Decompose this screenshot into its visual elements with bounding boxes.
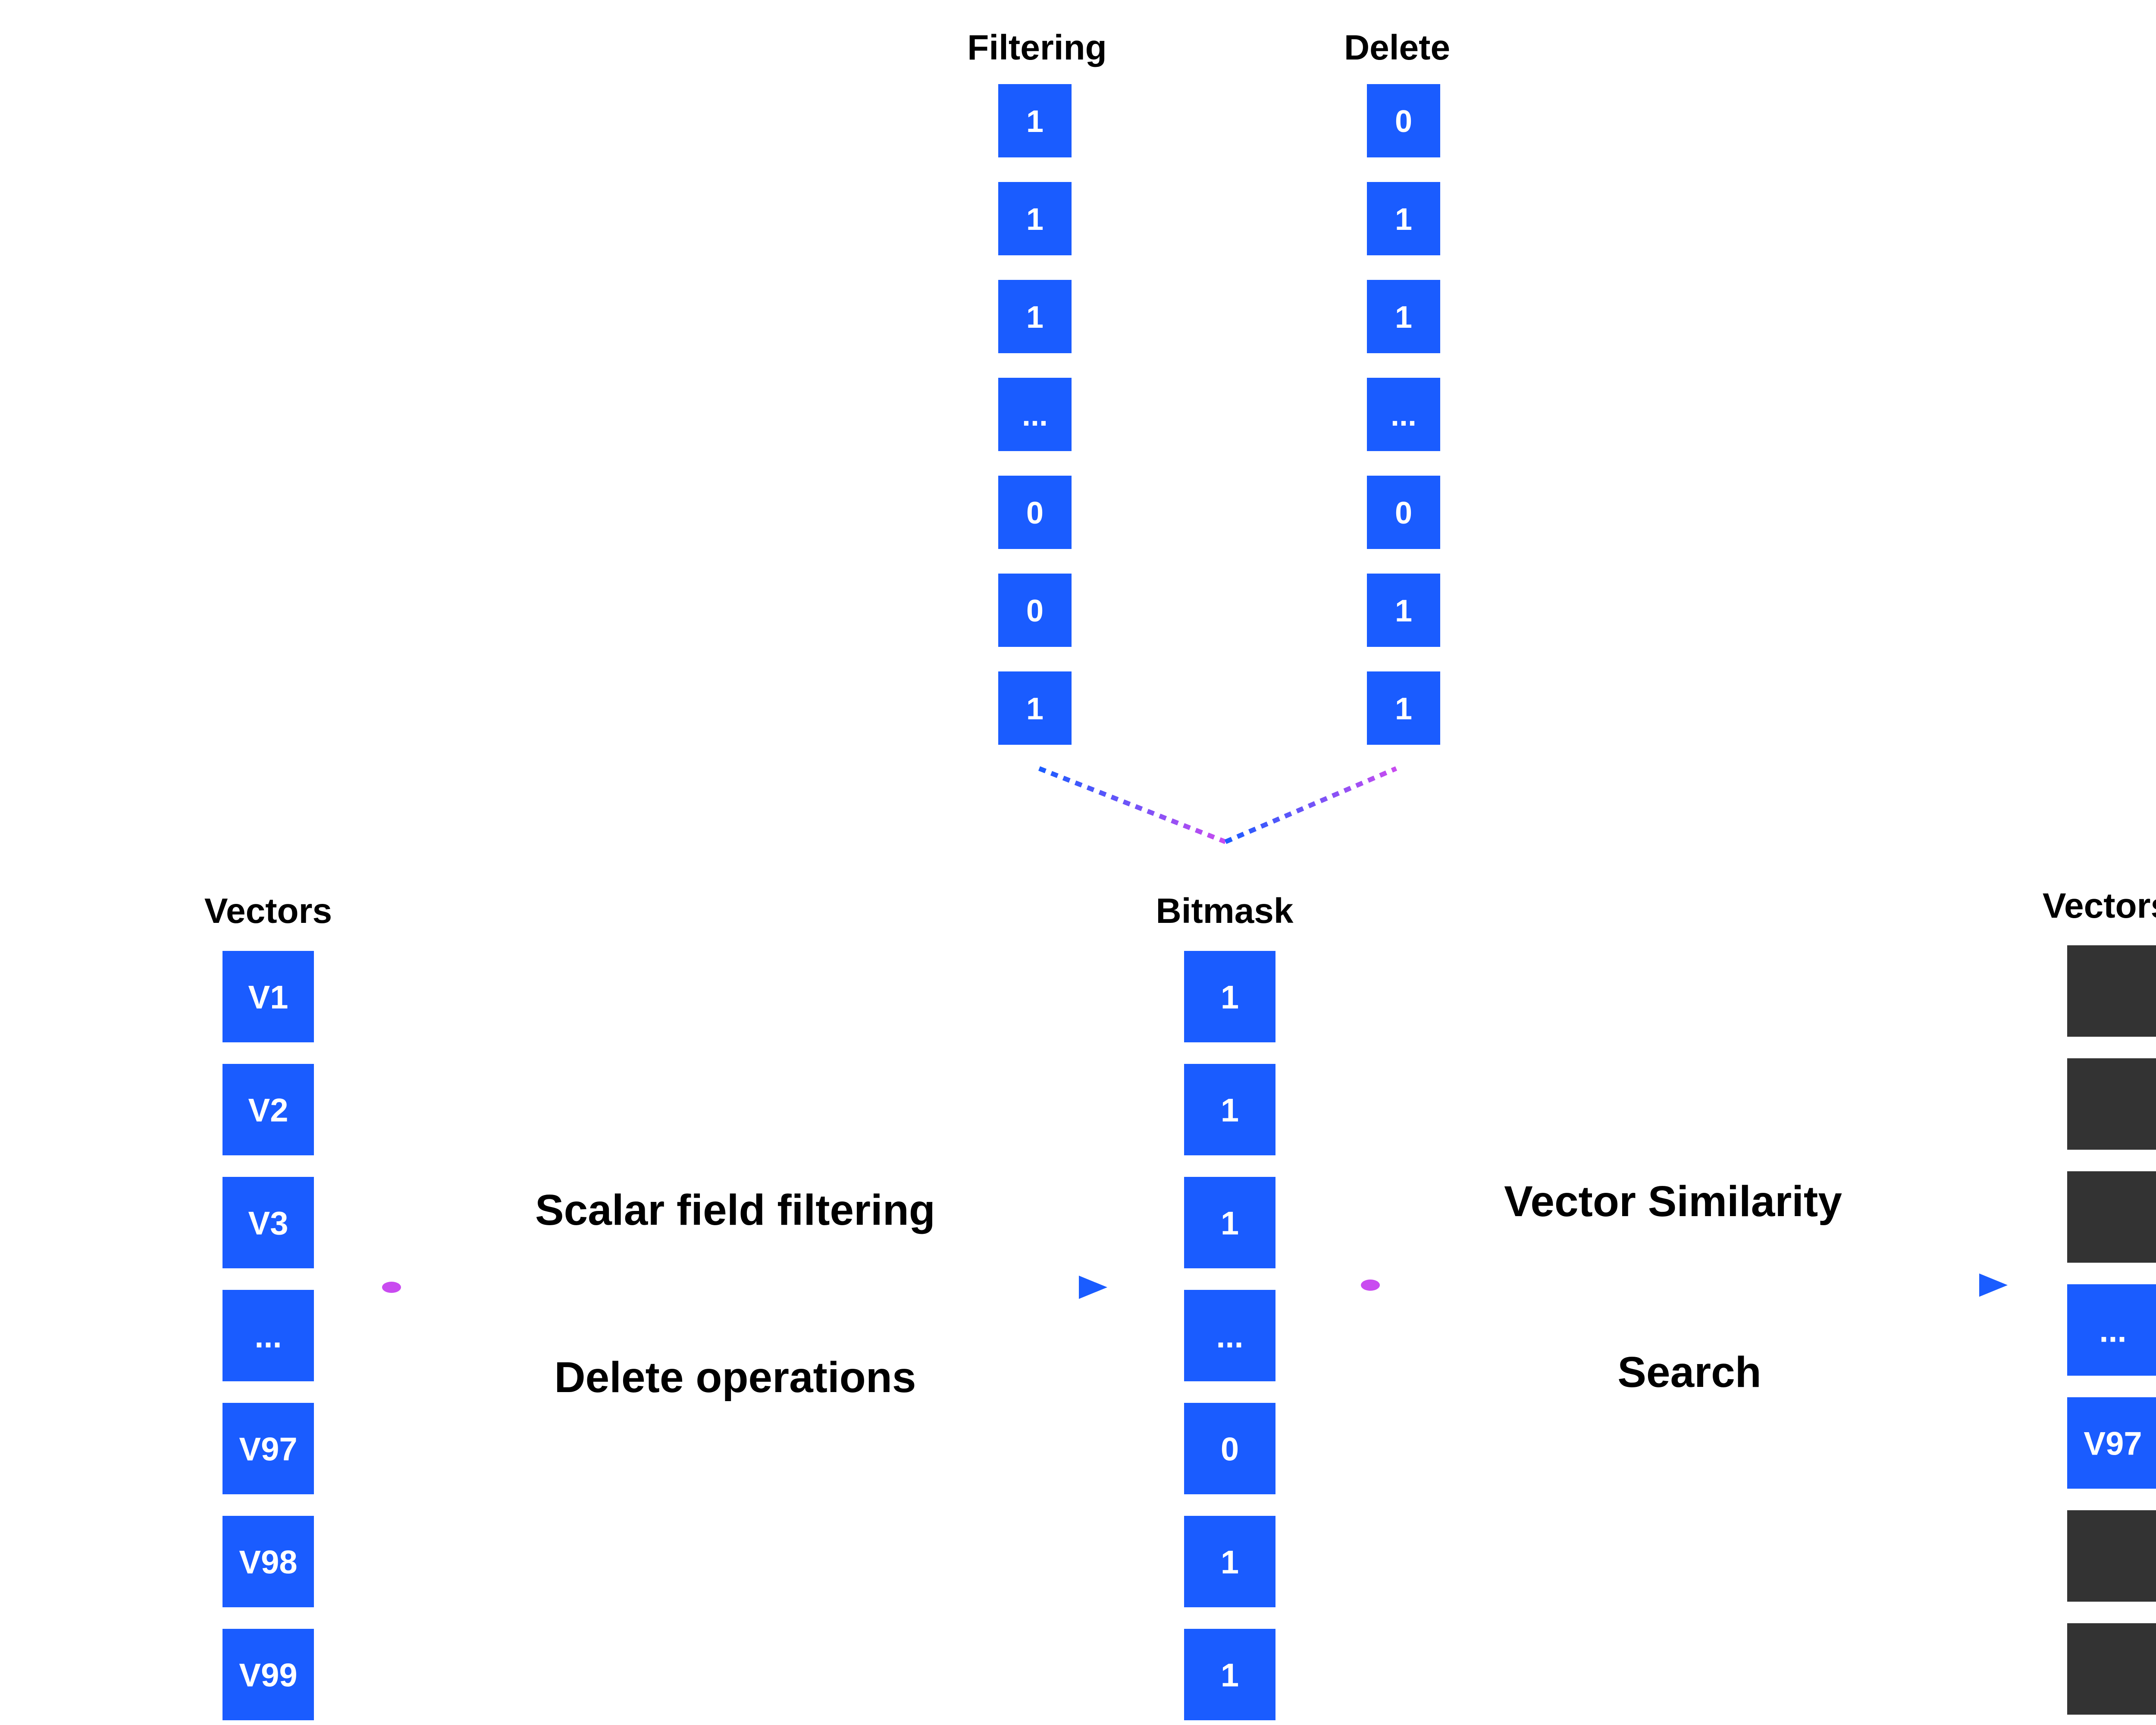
filtering-cell-label: 1 bbox=[1026, 202, 1044, 237]
filtering-cell-label: 1 bbox=[1026, 104, 1044, 139]
delete-cell-label: 1 bbox=[1395, 300, 1412, 335]
filtering-cell bbox=[998, 378, 1072, 451]
vectors-right-cell bbox=[2067, 1397, 2156, 1489]
delete-cell-label: 1 bbox=[1395, 692, 1412, 726]
scalar-filtering-label: Scalar field filtering bbox=[535, 1186, 935, 1234]
search-label: Search bbox=[1617, 1348, 1761, 1396]
filtering-cell-label: 0 bbox=[1026, 496, 1044, 530]
delete-cell bbox=[1367, 378, 1440, 451]
bitmask-cell bbox=[1184, 1290, 1275, 1381]
vectors-right-cell bbox=[2067, 1623, 2156, 1715]
delete-cell bbox=[1367, 574, 1440, 647]
delete-cell bbox=[1367, 671, 1440, 745]
delete-cell-label: 0 bbox=[1395, 496, 1412, 530]
delete-cell-label: 0 bbox=[1395, 104, 1412, 139]
delete-cell bbox=[1367, 280, 1440, 353]
arrow-head bbox=[1079, 1276, 1107, 1299]
vectors-left-cell bbox=[222, 1177, 314, 1268]
filtering-cell bbox=[998, 84, 1072, 157]
vectors-left-cell-label: V97 bbox=[239, 1431, 297, 1468]
delete-operations-label: Delete operations bbox=[554, 1353, 916, 1402]
delete-cell bbox=[1367, 476, 1440, 549]
vectors-right-cell bbox=[2067, 1058, 2156, 1150]
vectors-left-cell-label: V98 bbox=[239, 1544, 297, 1581]
vectors-right-cell bbox=[2067, 1284, 2156, 1376]
vectors-left-cell bbox=[222, 1064, 314, 1155]
vectors-left-cell-label: V2 bbox=[248, 1092, 288, 1129]
vectors-right-cell-label: V97 bbox=[2084, 1425, 2142, 1462]
arrow-start-dot bbox=[382, 1282, 401, 1293]
vectors-left-cell bbox=[222, 951, 314, 1042]
bitmask-cell bbox=[1184, 1516, 1275, 1607]
arrow-head bbox=[1979, 1273, 2008, 1297]
vectors-left-title: Vectors bbox=[204, 891, 332, 931]
vector-similarity-label: Vector Similarity bbox=[1504, 1177, 1842, 1226]
bitmask-cell bbox=[1184, 1064, 1275, 1155]
filtering-cell-label: 1 bbox=[1026, 692, 1044, 726]
delete-cell-label: 1 bbox=[1395, 202, 1412, 237]
bitmask-column: 1 1 1... 0 1 1 bbox=[1184, 951, 1275, 1720]
vectors-right-cell-label: ... bbox=[2099, 1312, 2126, 1349]
bitmask-cell-label: 1 bbox=[1221, 1657, 1239, 1694]
merge-line-delete bbox=[1224, 766, 1398, 844]
vectors-left-cell bbox=[222, 1629, 314, 1720]
delete-cell bbox=[1367, 182, 1440, 255]
bitmask-cell-label: 1 bbox=[1221, 1092, 1239, 1129]
vectors-right-cell bbox=[2067, 1171, 2156, 1263]
filtering-cell bbox=[998, 476, 1072, 549]
arrow-bitmask-to-search bbox=[1361, 1273, 2008, 1297]
bitmask-cell-label: 1 bbox=[1221, 979, 1239, 1016]
filtering-cell-label: 1 bbox=[1026, 300, 1044, 335]
filtering-cell bbox=[998, 280, 1072, 353]
arrow-filter-to-bitmask bbox=[382, 1276, 1107, 1299]
bitmask-cell-label: 0 bbox=[1221, 1431, 1239, 1468]
vectors-left-cell-label: ... bbox=[254, 1318, 282, 1355]
filtering-cell bbox=[998, 574, 1072, 647]
vectors-right-cell bbox=[2067, 1510, 2156, 1602]
bitmask-cell bbox=[1184, 1629, 1275, 1720]
vectors-left-cell-label: V99 bbox=[239, 1657, 297, 1694]
vectors-right-title: Vectors bbox=[2043, 886, 2156, 925]
filtering-cell-label: 0 bbox=[1026, 594, 1044, 628]
delete-cell-label: ... bbox=[1391, 398, 1416, 433]
delete-cell bbox=[1367, 84, 1440, 157]
vectors-left-cell bbox=[222, 1516, 314, 1607]
bitmask-cell-label: ... bbox=[1216, 1318, 1243, 1355]
delete-title: Delete bbox=[1344, 28, 1450, 67]
arrow-start-dot bbox=[1361, 1280, 1380, 1291]
filtering-title: Filtering bbox=[967, 28, 1106, 67]
bitmask-cell-label: 1 bbox=[1221, 1544, 1239, 1581]
vectors-right-column: ... V97 bbox=[2067, 945, 2156, 1715]
bitmask-cell bbox=[1184, 1177, 1275, 1268]
bitmask-cell bbox=[1184, 951, 1275, 1042]
delete-cell-label: 1 bbox=[1395, 594, 1412, 628]
filtering-cell-label: ... bbox=[1022, 398, 1048, 433]
vectors-left-cell bbox=[222, 1403, 314, 1494]
filtering-cell bbox=[998, 182, 1072, 255]
vectors-left-cell bbox=[222, 1290, 314, 1381]
delete-column: 0 1 1... 0 1 1 bbox=[1367, 84, 1440, 745]
filtering-cell bbox=[998, 671, 1072, 745]
filtering-column: 1 1 1... 0 0 1 bbox=[998, 84, 1072, 745]
bitmask-cell bbox=[1184, 1403, 1275, 1494]
vectors-left-cell-label: V1 bbox=[248, 979, 288, 1016]
bitmask-title: Bitmask bbox=[1156, 891, 1293, 931]
merge-line-filtering bbox=[1038, 766, 1227, 844]
bitmask-cell-label: 1 bbox=[1221, 1205, 1239, 1242]
vectors-right-cell bbox=[2067, 945, 2156, 1037]
vectors-left-cell-label: V3 bbox=[248, 1205, 288, 1242]
